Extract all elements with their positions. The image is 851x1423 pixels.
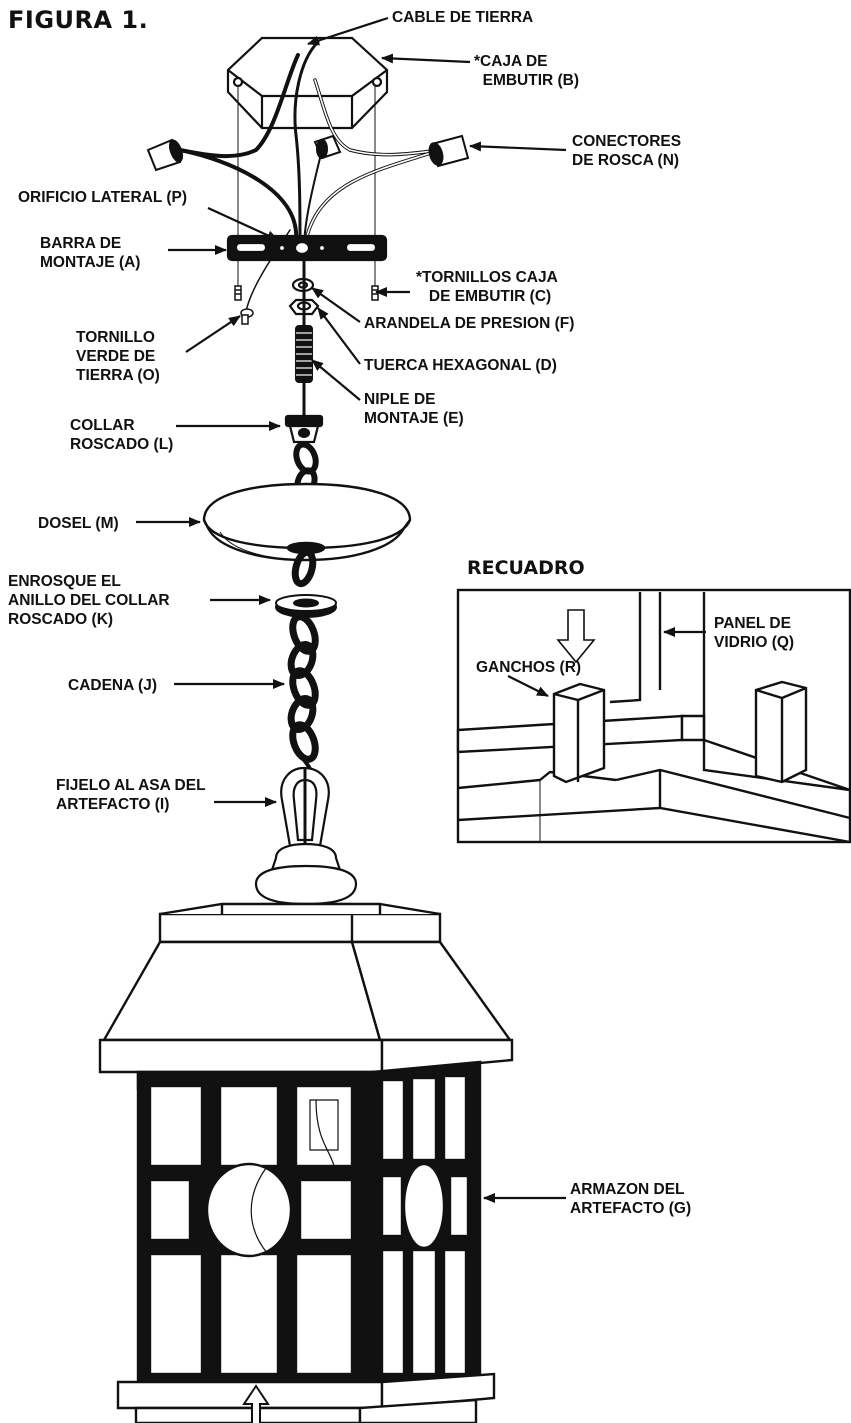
label-fijelo: FIJELO AL ASA DEL ARTEFACTO (I) [56, 777, 206, 813]
collar-ring [275, 594, 337, 618]
arrow-conectores [469, 141, 567, 152]
arrow-ganchos [507, 675, 549, 697]
green-ground-screw [240, 308, 254, 325]
label-panel: PANEL DE VIDRIO (Q) [714, 615, 795, 651]
inset-box [456, 588, 851, 844]
inset-title: RECUADRO [467, 557, 585, 579]
arrow-caja [381, 53, 471, 64]
label-barra: BARRA DE MONTAJE (A) [40, 235, 141, 271]
label-cable-tierra: CABLE DE TIERRA [392, 9, 534, 26]
mounting-bar [226, 234, 388, 262]
wire-connectors [146, 134, 470, 172]
arrow-niple [311, 359, 361, 401]
label-conectores: CONECTORES DE ROSCA (N) [572, 133, 682, 169]
arrow-arandela [311, 287, 361, 323]
label-tuerca: TUERCA HEXAGONAL (D) [364, 357, 557, 374]
junction-box [226, 36, 389, 130]
canopy [202, 482, 412, 562]
label-enrosque: ENROSQUE EL ANILLO DEL COLLAR ROSCADO (K… [8, 573, 170, 628]
label-collar: COLLAR ROSCADO (L) [70, 417, 174, 453]
lantern-roof [98, 902, 514, 1090]
arrow-orificio [207, 206, 279, 242]
lantern-body [136, 1060, 482, 1384]
threaded-collar [284, 414, 324, 444]
label-tornillos-caja: *TORNILLOS CAJA DE EMBUTIR (C) [416, 269, 558, 305]
arrow-tornillo-verde [185, 315, 241, 353]
chain [287, 548, 319, 802]
up-arrow-icon [242, 1384, 270, 1423]
arrow-cable-tierra [307, 16, 389, 46]
label-ganchos: GANCHOS (R) [476, 659, 582, 676]
label-orificio: ORIFICIO LATERAL (P) [18, 189, 188, 206]
leader-arrows [136, 16, 706, 1203]
label-caja-embutir: *CAJA DE EMBUTIR (B) [474, 53, 580, 89]
label-dosel: DOSEL (M) [38, 515, 119, 532]
label-cadena: CADENA (J) [68, 677, 157, 694]
label-tornillo-verde: TORNILLO VERDE DE TIERRA (O) [76, 329, 160, 384]
figure-title: FIGURA 1. [8, 6, 149, 34]
label-arandela: ARANDELA DE PRESION (F) [364, 315, 575, 332]
label-armazon: ARMAZON DEL ARTEFACTO (G) [570, 1181, 692, 1217]
label-niple: NIPLE DE MONTAJE (E) [364, 391, 464, 427]
arrow-tuerca [317, 307, 361, 365]
threaded-nipple [295, 260, 313, 420]
lantern-base [116, 1372, 496, 1423]
finial [254, 842, 358, 914]
